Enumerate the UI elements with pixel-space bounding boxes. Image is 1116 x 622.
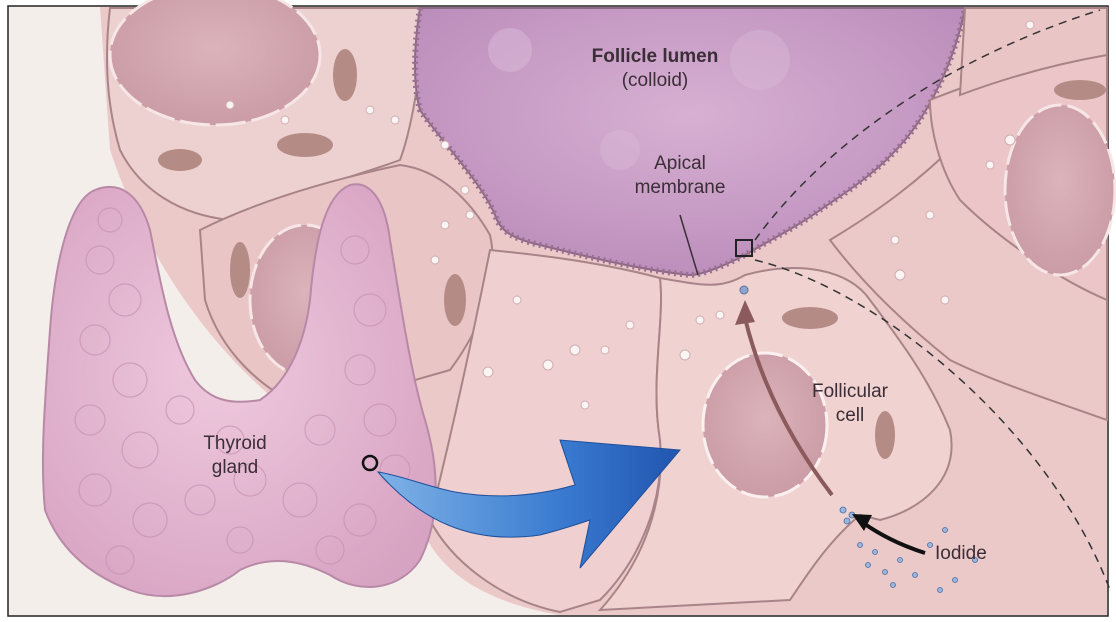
mitochondrion [444,274,466,326]
label-follicular-cell: Follicular cell [790,380,910,428]
mitochondrion [158,149,202,171]
iodide-particle [740,286,748,294]
apical-line-1: Apical [615,152,745,176]
iodide-text: Iodide [935,542,1015,566]
follicular-line-2: cell [790,404,910,428]
mitochondrion [1054,80,1106,100]
label-iodide: Iodide [935,542,1015,566]
mitochondrion [277,133,333,157]
thyroid-line-1: Thyroid [180,432,290,456]
follicular-line-1: Follicular [790,380,910,404]
nucleus-right-upper [1005,105,1115,275]
mitochondrion [230,242,250,298]
apical-line-2: membrane [615,176,745,200]
label-thyroid-gland: Thyroid gland [180,432,290,480]
thyroid-line-2: gland [180,456,290,480]
follicle-lumen-subtitle: (colloid) [565,69,745,93]
mitochondrion [333,49,357,101]
label-follicle-lumen: Follicle lumen (colloid) [565,45,745,93]
follicle-lumen-title: Follicle lumen [565,45,745,69]
mitochondrion [782,307,838,329]
label-apical-membrane: Apical membrane [615,152,745,200]
